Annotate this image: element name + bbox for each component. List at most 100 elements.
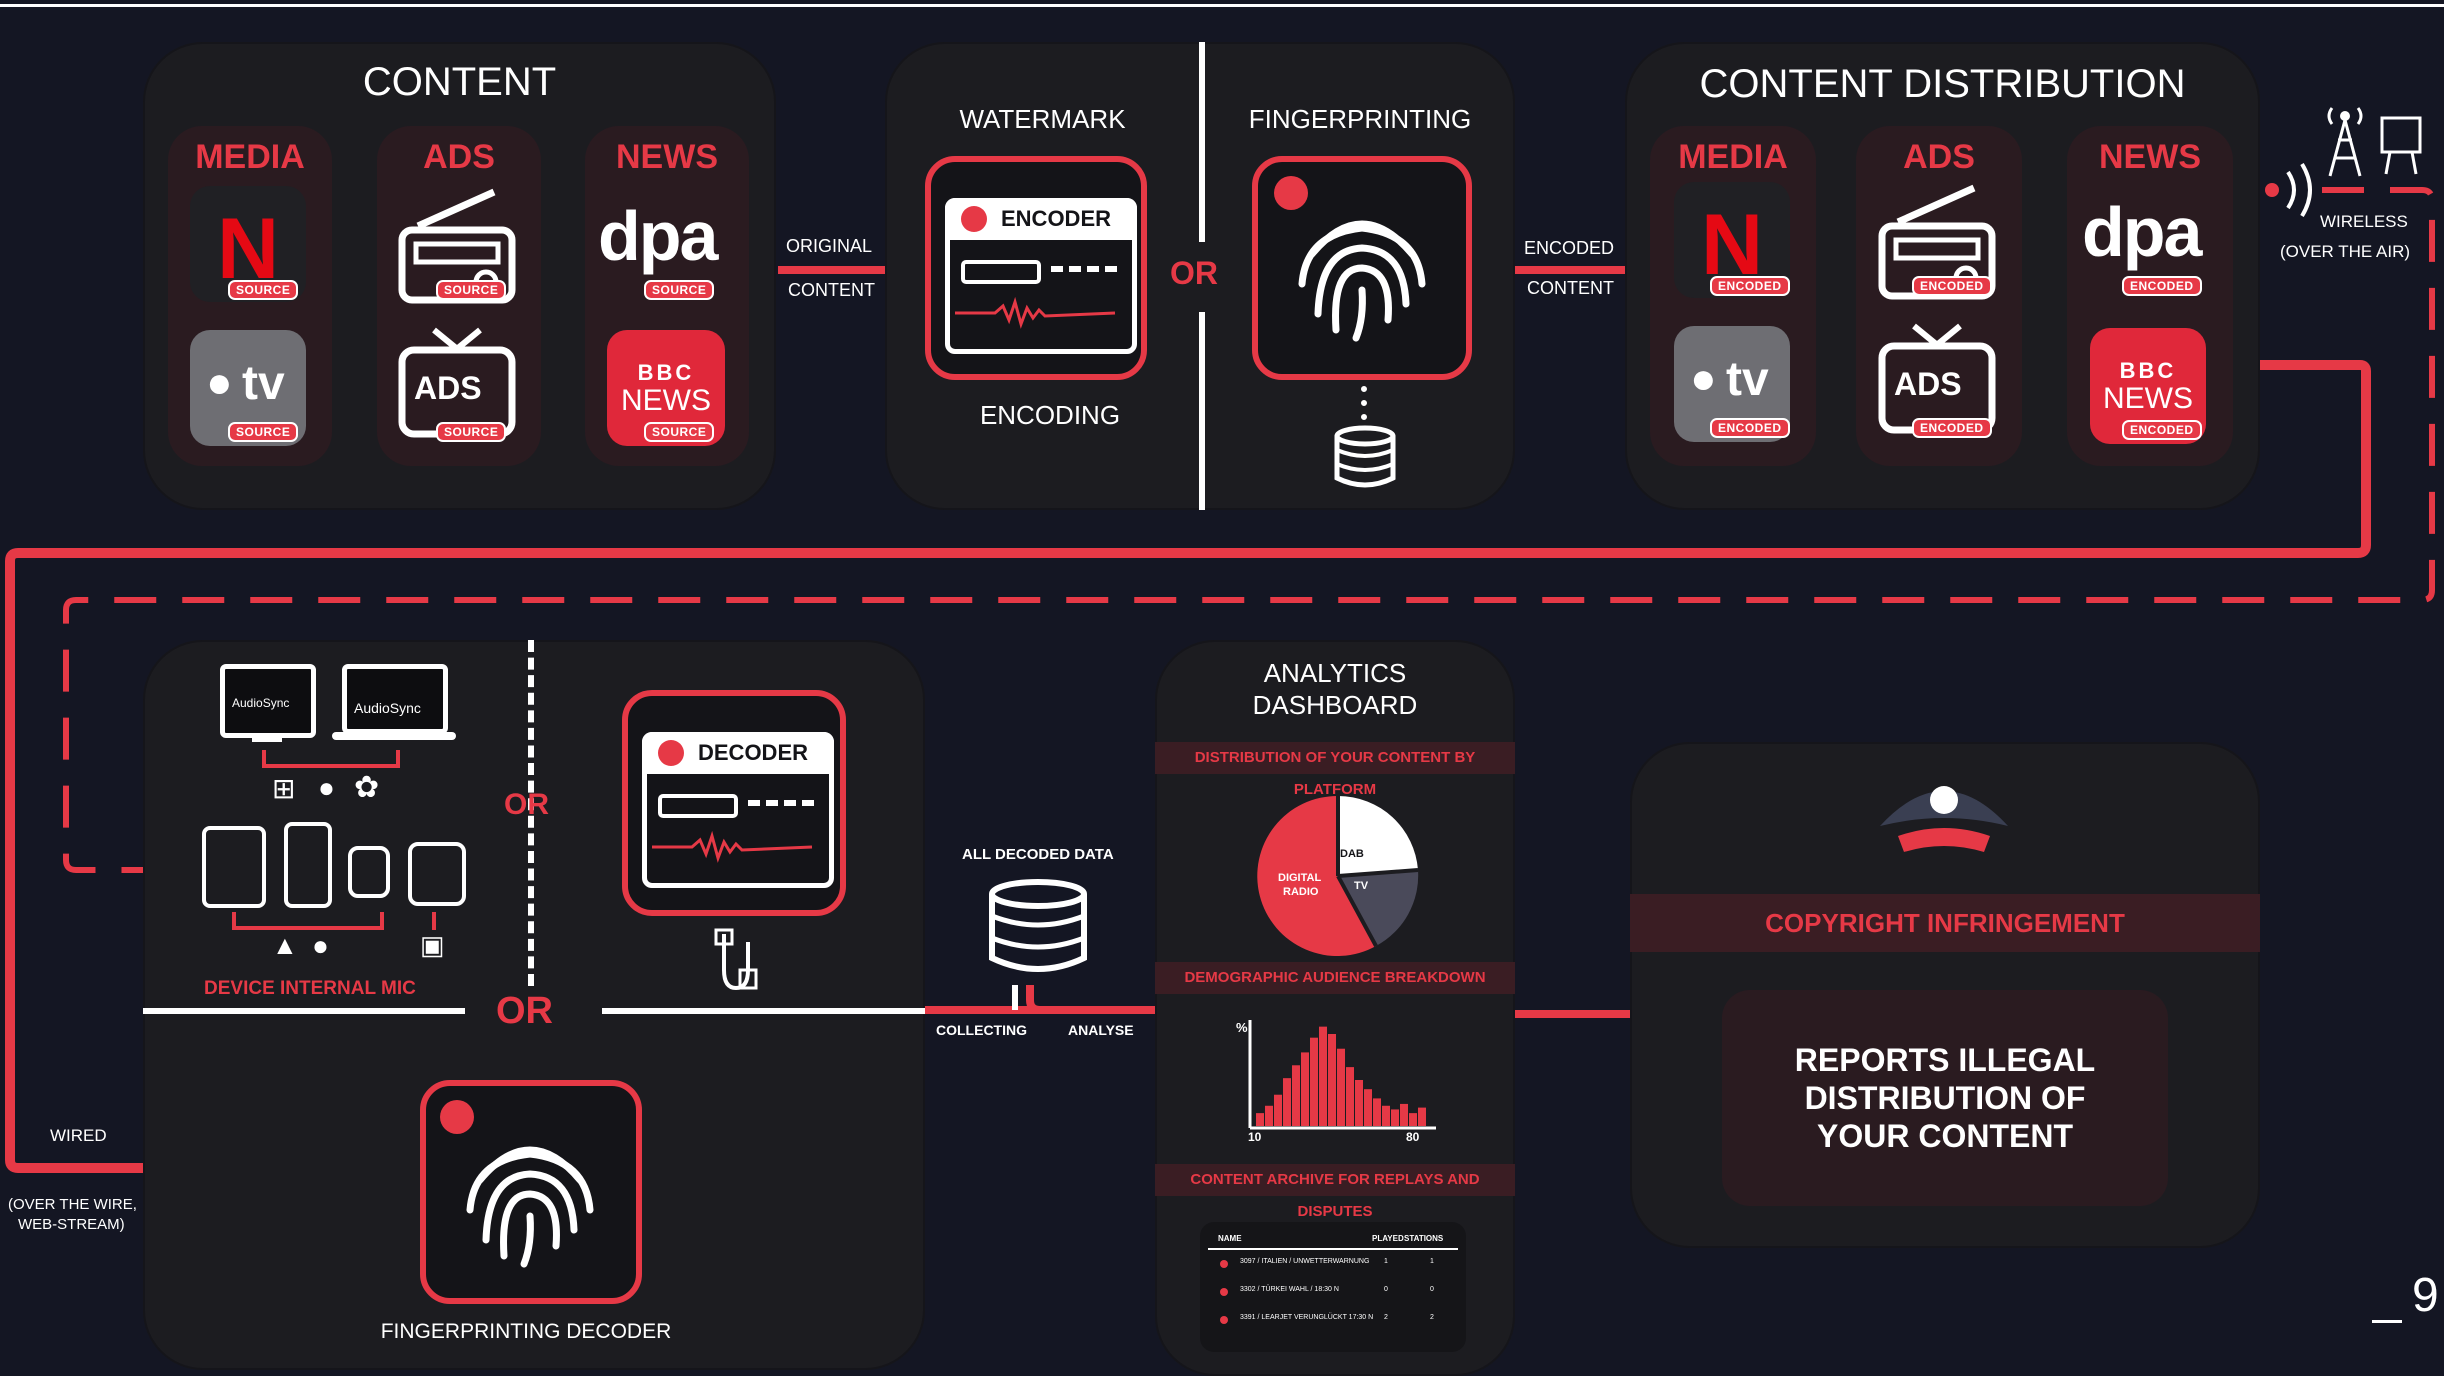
- pie-label-digital: DIGITAL: [1278, 872, 1322, 884]
- encoded-badge: ENCODED: [2122, 276, 2202, 296]
- connector-wireless-loop: [63, 187, 2435, 873]
- histogram-bar: [1418, 1107, 1426, 1126]
- histogram-bar: [1373, 1098, 1381, 1126]
- or-divider-vertical: [528, 640, 534, 986]
- histogram-bar: [1337, 1048, 1345, 1126]
- page-number: 9: [2412, 1269, 2439, 1322]
- bbc-label: BBC: [2119, 358, 2177, 383]
- row-played: 1: [1384, 1258, 1388, 1265]
- archive-header-played: PLAYED: [1372, 1234, 1404, 1243]
- or-label-encoding: OR: [1170, 255, 1218, 291]
- apple-icon: ●: [206, 358, 233, 407]
- encoded-badge: ENCODED: [1710, 418, 1790, 438]
- archive-header-rule: [1208, 1248, 1458, 1250]
- fingerprint-db-link: [1361, 386, 1367, 420]
- table-row[interactable]: 3097 / ITALIEN / UNWETTERWARNUNG 1 1: [1208, 1254, 1458, 1280]
- apple-icon: ●: [312, 930, 329, 961]
- encoded-badge: ENCODED: [2122, 420, 2202, 440]
- archive-header-stations: STATIONS: [1404, 1234, 1444, 1243]
- encoded-label-1: ENCODED: [1524, 238, 1615, 258]
- original-label-2: CONTENT: [788, 280, 875, 300]
- source-badge: SOURCE: [436, 422, 507, 442]
- desktop-stand: [252, 734, 282, 742]
- antenna-tower-icon: [2327, 107, 2363, 177]
- dist-cat-ads: ADS: [1903, 138, 1975, 176]
- infringement-body-3: YOUR CONTENT: [1817, 1118, 2073, 1154]
- news-label: NEWS: [2103, 382, 2193, 415]
- encoder-waveform: [955, 296, 1116, 329]
- ads-tv-label: ADS: [1894, 366, 1962, 402]
- demographic-histogram: [1248, 1020, 1436, 1130]
- analytics-title-1: ANALYTICS: [1263, 658, 1407, 688]
- archive-header-name: NAME: [1218, 1234, 1242, 1243]
- dpa-logo: dpa: [598, 197, 718, 275]
- chip-icon: ▣: [420, 930, 445, 960]
- source-badge: SOURCE: [228, 280, 299, 300]
- row-played: 2: [1384, 1314, 1388, 1321]
- content-cat-ads: ADS: [423, 138, 495, 176]
- histogram-bar: [1391, 1109, 1399, 1126]
- infringement-report-box: [1722, 990, 2168, 1206]
- encoder-box: ENCODER: [925, 156, 1147, 380]
- demographic-section-header: DEMOGRAPHIC AUDIENCE BREAKDOWN: [1155, 962, 1515, 994]
- decoder-waveform: [652, 830, 813, 863]
- fingerprint-decoder-box: [420, 1080, 642, 1304]
- fingerprint-icon: [1298, 220, 1426, 342]
- encoder-logo-icon: [961, 206, 987, 232]
- wired-label-1: WIRED: [50, 1126, 107, 1145]
- hist-xmax: 80: [1406, 1130, 1420, 1144]
- histogram-bar: [1256, 1113, 1264, 1126]
- audiosync-logo-icon: [1274, 176, 1308, 210]
- top-rule: [0, 4, 2444, 7]
- or-label-device: OR: [504, 788, 549, 821]
- watch-device: [348, 846, 390, 898]
- archive-table: NAME PLAYED STATIONS 3097 / ITALIEN / UN…: [1200, 1222, 1466, 1352]
- histogram-bar: [1265, 1105, 1273, 1126]
- bbc-news-logo: BBC NEWS: [2090, 328, 2206, 444]
- row-name: 3097 / ITALIEN / UNWETTERWARNUNG: [1240, 1258, 1370, 1265]
- desktop-bracket: [262, 750, 400, 768]
- histogram-bar: [1400, 1103, 1408, 1126]
- histogram-bar: [1364, 1089, 1372, 1126]
- encoder-dash: [1051, 266, 1117, 278]
- windows-icon: ⊞: [272, 773, 296, 804]
- row-stations: 2: [1430, 1314, 1434, 1321]
- all-decoded-label: ALL DECODED DATA: [962, 846, 1114, 863]
- dpa-logo: dpa: [2082, 193, 2202, 271]
- or-label-decoder: OR: [496, 990, 553, 1032]
- database-icon: [989, 879, 1087, 972]
- table-row[interactable]: 3302 / TÜRKEI WAHL / 18:30 N 0 0: [1208, 1282, 1458, 1308]
- histogram-bar: [1292, 1065, 1300, 1126]
- dist-cat-media: MEDIA: [1678, 138, 1788, 176]
- row-name: 3302 / TÜRKEI WAHL / 18:30 N: [1240, 1286, 1339, 1293]
- distribution-title: CONTENT DISTRIBUTION: [1699, 62, 2186, 106]
- platform-pie-chart: [1257, 795, 1419, 956]
- row-logo-icon: [1220, 1260, 1228, 1268]
- dist-cat-news: NEWS: [2099, 138, 2201, 176]
- decoder-label: DECODER: [698, 740, 809, 765]
- page-number-rule: [2372, 1320, 2402, 1323]
- car-radio-device: [408, 842, 466, 906]
- connector-wired-loop: [5, 360, 2371, 1173]
- histogram-bar: [1355, 1080, 1363, 1126]
- hist-ylabel: %: [1236, 1020, 1248, 1035]
- encoding-subtitle: ENCODING: [979, 400, 1121, 430]
- wireless-label-1: WIRELESS: [2320, 212, 2408, 231]
- encoded-badge: ENCODED: [1912, 276, 1992, 296]
- pie-label-dab: DAB: [1340, 848, 1364, 860]
- table-row[interactable]: 3391 / LEARJET VERUNGLÜCKT 17:30 N 2 2: [1208, 1310, 1458, 1336]
- broadcast-icon: [2265, 162, 2312, 218]
- archive-section-header: CONTENT ARCHIVE FOR REPLAYS AND DISPUTES: [1155, 1164, 1515, 1220]
- row-logo-icon: [1220, 1316, 1228, 1324]
- fingerprint-encoder-box: [1252, 156, 1472, 380]
- histogram-bar: [1409, 1113, 1417, 1126]
- source-badge: SOURCE: [644, 280, 715, 300]
- appletv-label: tv: [1726, 353, 1769, 406]
- source-badge: SOURCE: [436, 280, 507, 300]
- apple-icon: ●: [1690, 354, 1717, 403]
- pie-label-radio: RADIO: [1283, 886, 1319, 898]
- original-label-1: ORIGINAL: [786, 236, 873, 256]
- content-cat-media: MEDIA: [195, 138, 305, 176]
- row-stations: 0: [1430, 1286, 1434, 1293]
- news-label: NEWS: [621, 384, 711, 417]
